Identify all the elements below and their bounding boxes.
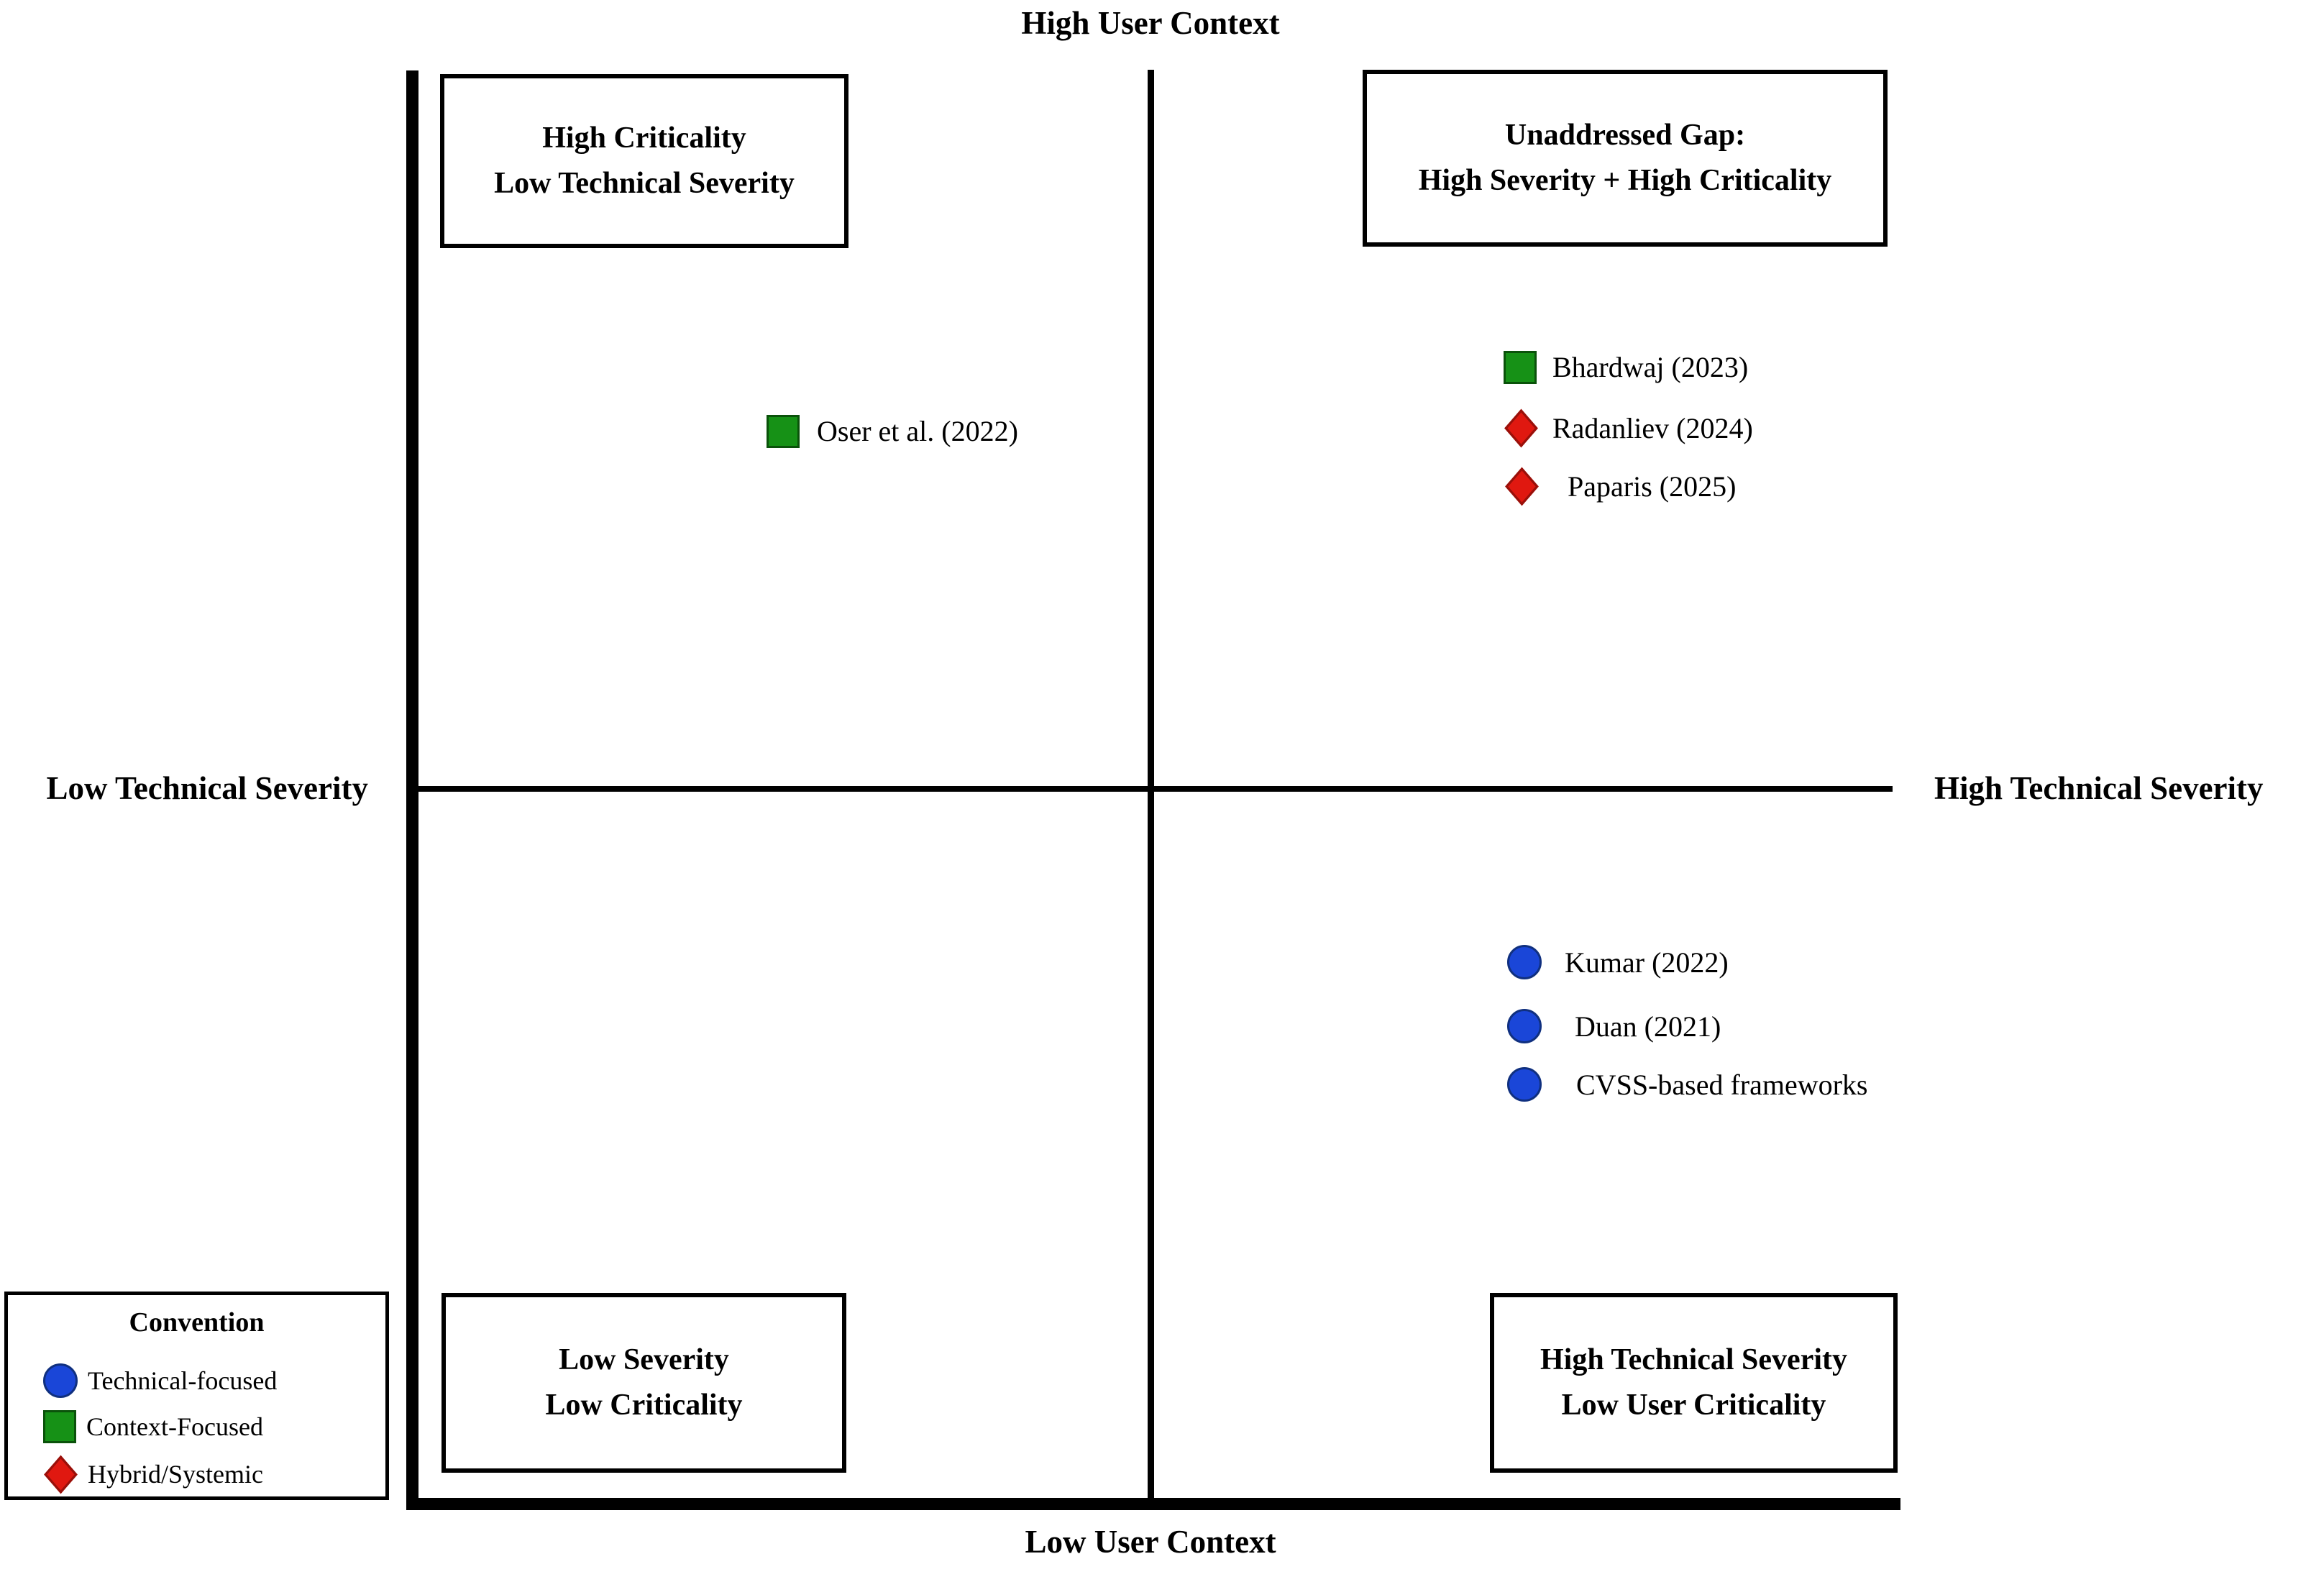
quadrant-box-top-left: High Criticality Low Technical Severity — [440, 74, 848, 248]
legend-item-technical-focused: Technical-focused — [43, 1363, 277, 1398]
y-axis-line — [406, 70, 418, 1510]
data-point-label: Oser et al. (2022) — [817, 415, 1018, 447]
axis-label-right: High Technical Severity — [1934, 770, 2264, 806]
quadrant-box-bottom-right-line1: High Technical Severity — [1540, 1343, 1847, 1376]
red-diamond-icon — [43, 1455, 78, 1494]
quadrant-box-top-right-line2: High Severity + High Criticality — [1418, 164, 1832, 197]
quadrant-box-bottom-left: Low Severity Low Criticality — [442, 1293, 846, 1473]
legend-item-context-focused: Context-Focused — [43, 1410, 263, 1443]
data-point-label: Radanliev (2024) — [1552, 411, 1753, 444]
data-point-kumar: Kumar (2022) — [1507, 945, 1729, 979]
data-point-cvss: CVSS-based frameworks — [1507, 1067, 1868, 1102]
quadrant-box-bottom-right: High Technical Severity Low User Critica… — [1490, 1293, 1898, 1473]
legend-item-hybrid-systemic: Hybrid/Systemic — [43, 1455, 263, 1494]
data-point-radanliev: Radanliev (2024) — [1504, 408, 1753, 447]
data-point-label: Kumar (2022) — [1565, 946, 1729, 979]
quadrant-box-top-left-line1: High Criticality — [542, 122, 746, 155]
quadrant-box-top-right-line1: Unaddressed Gap: — [1504, 119, 1746, 152]
legend-title: Convention — [129, 1307, 265, 1338]
red-diamond-icon — [1504, 467, 1539, 506]
center-horizontal-divider-line — [413, 786, 1893, 792]
blue-circle-icon — [43, 1363, 78, 1398]
data-point-paparis: Paparis (2025) — [1504, 467, 1737, 506]
blue-circle-icon — [1507, 1067, 1542, 1102]
green-square-icon — [767, 414, 800, 448]
legend-box: Convention Technical-focused Context-Foc… — [4, 1292, 389, 1500]
legend-item-label: Technical-focused — [88, 1366, 278, 1395]
green-square-icon — [43, 1410, 76, 1443]
red-diamond-icon — [1504, 408, 1538, 447]
axis-label-left: Low Technical Severity — [46, 770, 369, 806]
data-point-duan: Duan (2021) — [1507, 1009, 1721, 1043]
axis-label-top: High User Context — [1021, 5, 1280, 41]
quadrant-box-top-left-line2: Low Technical Severity — [494, 167, 795, 200]
data-point-oser: Oser et al. (2022) — [767, 414, 1018, 448]
legend-item-label: Context-Focused — [86, 1412, 263, 1441]
axis-label-bottom: Low User Context — [1025, 1524, 1276, 1560]
quadrant-box-bottom-right-line2: Low User Criticality — [1561, 1389, 1826, 1422]
blue-circle-icon — [1507, 1009, 1542, 1043]
quadrant-box-bottom-left-line2: Low Criticality — [545, 1389, 743, 1422]
x-axis-line — [406, 1498, 1900, 1510]
legend-item-label: Hybrid/Systemic — [88, 1460, 263, 1489]
green-square-icon — [1504, 350, 1537, 384]
data-point-label: Bhardwaj (2023) — [1552, 351, 1749, 383]
data-point-bhardwaj: Bhardwaj (2023) — [1504, 350, 1748, 384]
data-point-label: Duan (2021) — [1575, 1010, 1721, 1043]
blue-circle-icon — [1507, 945, 1542, 979]
data-point-label: CVSS-based frameworks — [1576, 1068, 1868, 1101]
data-point-label: Paparis (2025) — [1568, 470, 1737, 503]
quadrant-box-top-right: Unaddressed Gap: High Severity + High Cr… — [1363, 70, 1888, 247]
quadrant-box-bottom-left-line1: Low Severity — [559, 1343, 729, 1376]
